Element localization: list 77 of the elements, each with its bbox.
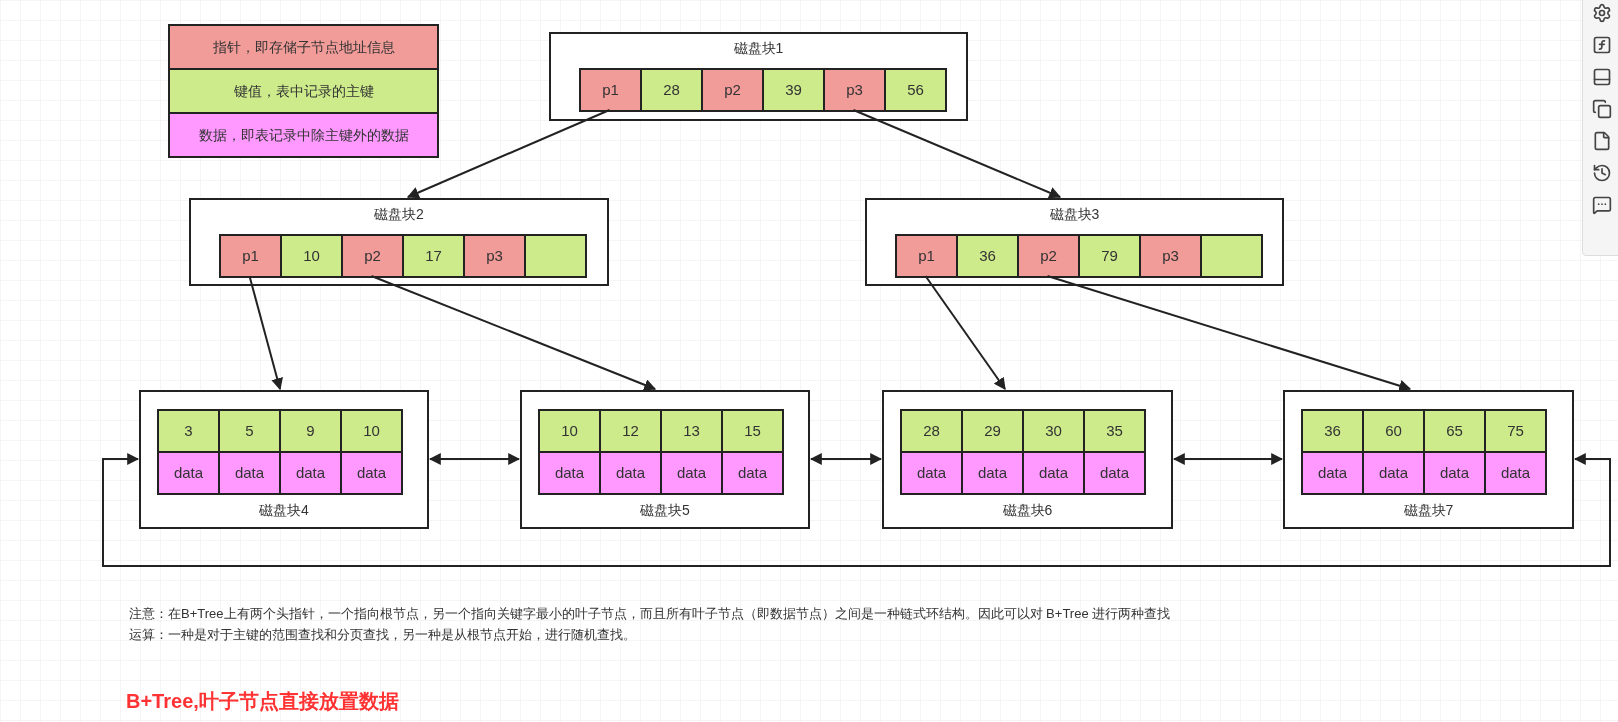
table-cell: data [279,451,342,495]
table-cell: data [721,451,784,495]
table-cell: 28 [900,409,963,453]
table-cell: p1 [219,234,282,278]
table-cell: 35 [1083,409,1146,453]
table-cell: data [340,451,403,495]
table-cell: 39 [762,68,825,112]
table-cell: 36 [1301,409,1364,453]
legend-text: 数据，即表记录中除主键外的数据 [198,125,409,145]
legend-text: 键值，表中记录的主键 [233,81,374,101]
table-cell: 30 [1022,409,1085,453]
block-title: 磁盘块2 [373,205,425,224]
arrow [102,453,1611,567]
arrow [924,275,1006,390]
table-cell: data [538,451,601,495]
table-cell: data [599,451,662,495]
table-cell: data [1083,451,1146,495]
arrow [1046,275,1412,392]
table-cell: 9 [279,409,342,453]
table-cell: 65 [1423,409,1486,453]
table-cell: 29 [961,409,1024,453]
block-title: 磁盘块5 [639,501,691,520]
table-cell: 3 [157,409,220,453]
table-cell: data [218,451,281,495]
disk-block [549,32,968,121]
block-title: 磁盘块6 [1001,501,1054,520]
table-cell: p1 [895,234,958,278]
table-cell: 17 [402,234,465,278]
table-cell: 60 [1362,409,1425,453]
table-cell: data [1423,451,1486,495]
arrow [428,453,521,465]
table-cell: 10 [280,234,343,278]
table-cell: p3 [823,68,886,112]
table-cell: p3 [463,234,526,278]
arrow [406,109,611,199]
table-cell: 56 [884,68,947,112]
table-cell: 75 [1484,409,1547,453]
table-cell: p2 [701,68,764,112]
table-cell: p2 [1017,234,1080,278]
block-title: 磁盘块7 [1402,501,1455,520]
arrow [248,275,283,391]
table-cell: 13 [660,409,723,453]
table-cell: p2 [341,234,404,278]
block-title: 磁盘块4 [258,501,310,520]
table-cell: p3 [1139,234,1202,278]
disk-block [520,390,810,529]
arrow [370,275,657,391]
table-cell: 5 [218,409,281,453]
table-cell: data [157,451,220,495]
table-cell: data [1362,451,1425,495]
table-cell: data [900,451,963,495]
disk-block [882,390,1173,529]
arrow [852,109,1062,199]
block-title: 磁盘块1 [732,39,785,58]
table-cell: 12 [599,409,662,453]
caption: B+Tree,叶子节点直接放置数据 [126,689,399,714]
note-text: 注意：在B+Tree上有两个头指针，一个指向根节点，另一个指向关键字最小的叶子节点，而且所有叶子节点（即数据节点）之间是一种链式环结构。因此可以对 B+Tree 进行两种查找运算：一种是对于主键的范围查找和分页查找，另一种是从根节点开始，进行随机查找。 [129,605,1172,644]
table-cell: 15 [721,409,784,453]
table-cell: 28 [640,68,703,112]
table-cell: 10 [340,409,403,453]
arrow [809,453,883,465]
table-cell: data [961,451,1024,495]
table-cell: 79 [1078,234,1141,278]
table-cell: 36 [956,234,1019,278]
disk-block [139,390,429,529]
table-cell: data [1484,451,1547,495]
table-cell: p1 [579,68,642,112]
disk-block [1283,390,1574,529]
table-cell: data [1022,451,1085,495]
block-title: 磁盘块3 [1048,205,1101,224]
legend-text: 指针，即存储子节点地址信息 [212,37,395,57]
arrow [1172,453,1284,465]
table-cell: data [660,451,723,495]
disk-block [865,198,1284,286]
table-cell: data [1301,451,1364,495]
disk-block [189,198,609,286]
table-cell: 10 [538,409,601,453]
